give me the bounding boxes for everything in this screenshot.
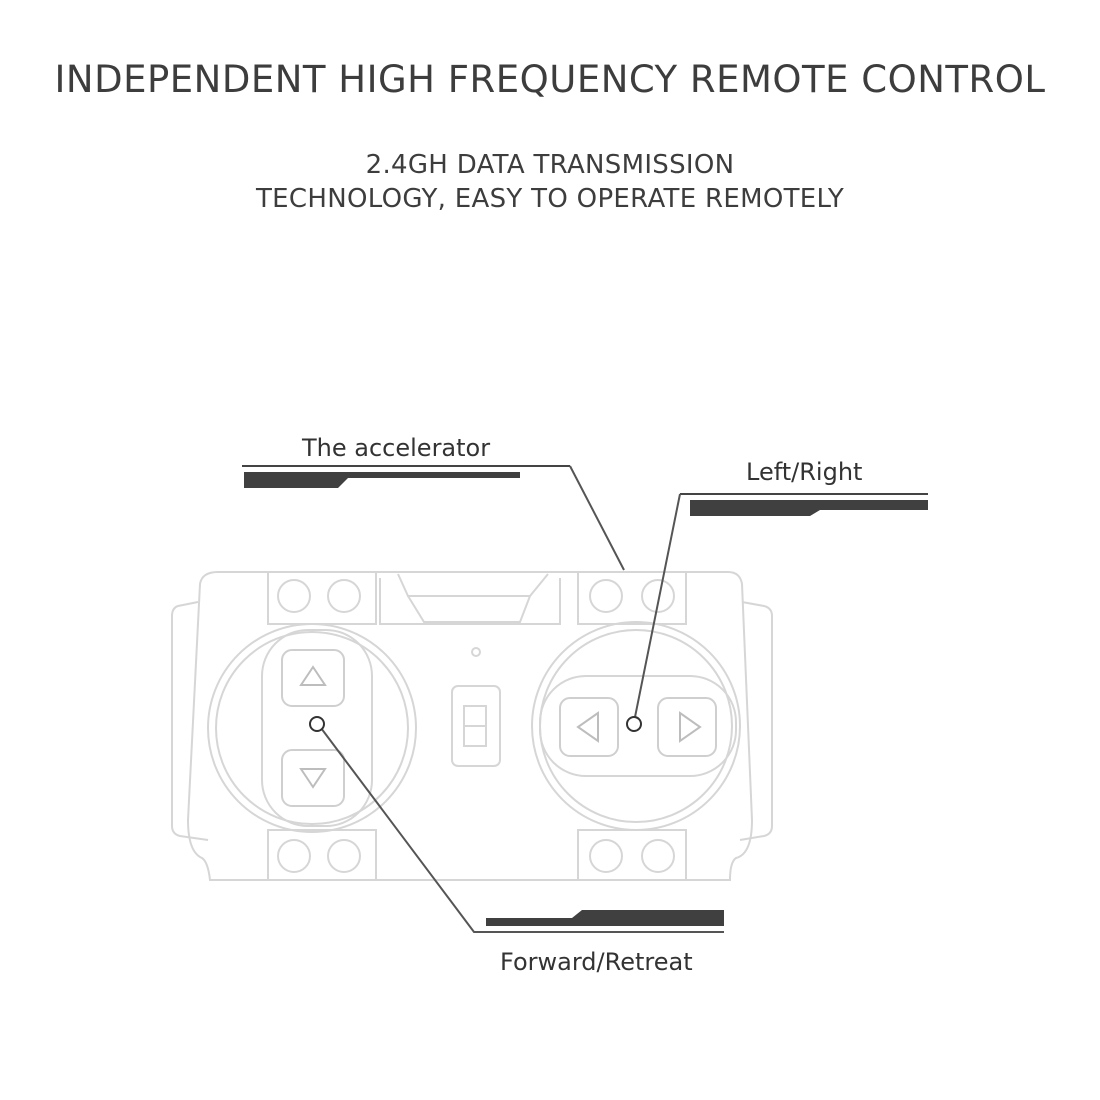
boss-plate-br — [577, 829, 687, 881]
right-arrow-icon — [679, 711, 702, 743]
callout-forward-retreat: Forward/Retreat — [309, 716, 724, 976]
page-subtitle: 2.4GH DATA TRANSMISSION TECHNOLOGY, EASY… — [0, 148, 1100, 216]
left-right-marker — [626, 716, 642, 732]
left-right-leader-line — [633, 493, 681, 723]
forward-button[interactable] — [281, 649, 345, 707]
right-dial — [531, 621, 741, 831]
right-button[interactable] — [657, 697, 717, 757]
callout-accelerator-label: The accelerator — [301, 434, 490, 462]
accelerator-leader-line — [569, 465, 625, 571]
left-grip — [171, 601, 209, 841]
body-outline — [186, 571, 754, 881]
page-title: INDEPENDENT HIGH FREQUENCY REMOTE CONTRO… — [54, 58, 1046, 101]
left-pad-track — [261, 629, 373, 827]
screw-br-1 — [589, 839, 623, 873]
screw-tr-1 — [589, 579, 623, 613]
screw-bl-2 — [327, 839, 361, 873]
screw-tl-1 — [277, 579, 311, 613]
left-arrow-icon — [576, 711, 599, 743]
screw-bl-1 — [277, 839, 311, 873]
subtitle-line-1: 2.4GH DATA TRANSMISSION — [365, 150, 735, 180]
screw-br-2 — [641, 839, 675, 873]
remote-control — [171, 571, 773, 881]
up-arrow-icon — [299, 665, 327, 686]
boss-plate-tr — [577, 571, 687, 625]
down-arrow-icon — [299, 768, 327, 789]
boss-plate-bl — [267, 829, 377, 881]
right-pad-track — [539, 675, 737, 777]
right-grip — [739, 601, 773, 841]
forward-retreat-leader-line — [317, 723, 724, 933]
left-button[interactable] — [559, 697, 619, 757]
top-notch — [397, 573, 549, 597]
screw-tl-2 — [327, 579, 361, 613]
top-notch-inner — [407, 595, 531, 623]
callout-left-right-label: Left/Right — [746, 458, 862, 486]
callout-left-right: Left/Right — [626, 458, 928, 732]
screw-tr-2 — [641, 579, 675, 613]
subtitle-line-2: TECHNOLOGY, EASY TO OPERATE REMOTELY — [255, 184, 845, 214]
power-switch-frame — [451, 685, 501, 767]
callout-accelerator: The accelerator — [242, 434, 625, 571]
forward-retreat-marker — [309, 716, 325, 732]
retreat-button[interactable] — [281, 749, 345, 807]
left-dial-inner — [215, 631, 409, 825]
indicator-led — [471, 647, 481, 657]
center-panel — [379, 578, 561, 625]
left-dial — [207, 623, 417, 833]
callout-forward-retreat-label: Forward/Retreat — [500, 948, 693, 976]
